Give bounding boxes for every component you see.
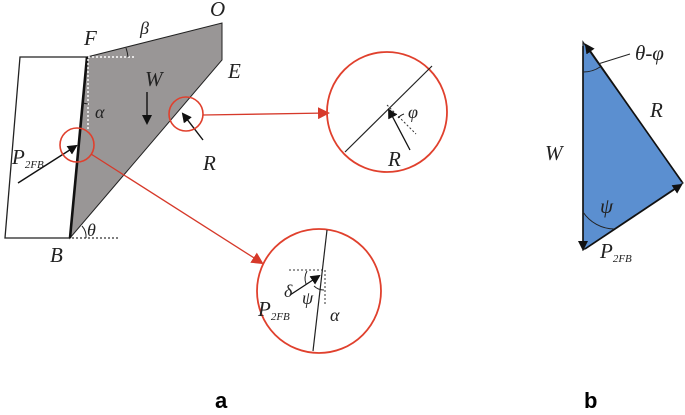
- earth-pressure-b-main: P: [599, 239, 613, 263]
- psi-arc: [582, 211, 615, 230]
- weight-b-label: W: [545, 141, 565, 165]
- earth-pressure-b-label: P2FB: [599, 239, 632, 265]
- earth-pressure-arrow: [17, 144, 78, 184]
- reaction-b-label: R: [649, 98, 663, 122]
- zoom-source-circle-r: [168, 96, 204, 132]
- zoom-connector-r: [202, 107, 330, 120]
- theta-phi-label: θ-φ: [635, 41, 664, 65]
- earth-pressure-b-sub: 2FB: [613, 253, 632, 265]
- zoom-detail-r: [326, 51, 448, 173]
- beta-arc: [125, 47, 129, 58]
- psi-b-label: ψ: [600, 194, 614, 218]
- reaction-vector: [584, 43, 683, 183]
- theta-phi-leader: [597, 53, 631, 65]
- earth-pressure-zoom-label: P2FB: [257, 297, 290, 323]
- panel-a: F O E B β α θ W R P2FB φ R δ ψ α P2FB a: [4, 0, 448, 413]
- point-e-label: E: [227, 59, 241, 83]
- earth-pressure-zoom-sub: 2FB: [271, 311, 290, 323]
- alpha-label: α: [95, 102, 105, 122]
- theta-label: θ: [87, 220, 96, 240]
- delta-label: δ: [284, 281, 293, 301]
- soil-wedge: [69, 22, 223, 240]
- point-f-label: F: [83, 26, 97, 50]
- weight-label: W: [145, 67, 165, 91]
- alpha-zoom-label: α: [330, 305, 340, 325]
- phi-label: φ: [408, 102, 418, 122]
- reaction-label: R: [202, 151, 216, 175]
- wall-back-face: [68, 56, 89, 239]
- point-b-label: B: [50, 243, 63, 267]
- earth-pressure-zoom-main: P: [257, 297, 271, 321]
- zoom-source-circle-p: [59, 127, 95, 163]
- zoom-connector-p: [90, 153, 264, 265]
- theta-phi-arc: [582, 66, 601, 73]
- earth-pressure-label-sub: 2FB: [25, 159, 44, 171]
- earth-pressure-vector: [584, 183, 683, 250]
- psi-label: ψ: [302, 288, 314, 308]
- panel-b: θ-φ R W ψ P2FB b: [545, 40, 684, 413]
- point-o-label: O: [210, 0, 225, 21]
- force-triangle: [582, 40, 684, 252]
- earth-pressure-label: P2FB: [11, 145, 44, 171]
- panel-b-label: b: [584, 388, 597, 413]
- alpha-arc: [82, 102, 89, 105]
- earth-pressure-label-main: P: [11, 145, 25, 169]
- reaction-arrow: [181, 112, 204, 141]
- panel-a-label: a: [215, 388, 228, 413]
- beta-label: β: [139, 18, 149, 38]
- reaction-zoom-label: R: [387, 147, 401, 171]
- theta-arc: [81, 225, 87, 239]
- zoom-detail-p: [256, 228, 382, 354]
